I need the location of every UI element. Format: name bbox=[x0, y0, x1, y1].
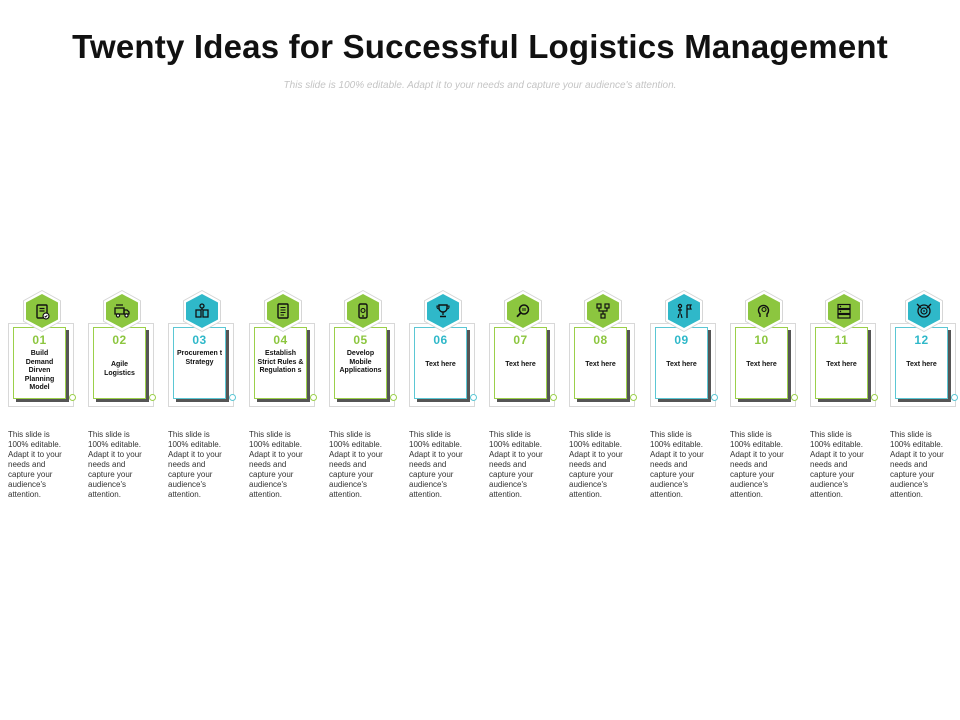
step-label: Text here bbox=[666, 361, 697, 368]
connector-dot bbox=[871, 394, 878, 401]
step-number: 02 bbox=[112, 333, 127, 347]
connector-dot bbox=[951, 394, 958, 401]
step-number: 10 bbox=[754, 333, 769, 347]
trophy-icon bbox=[436, 304, 450, 318]
connector-dot bbox=[69, 394, 76, 401]
connector-dot bbox=[711, 394, 718, 401]
step-description: This slide is 100% editable. Adapt it to… bbox=[650, 430, 704, 499]
step-description: This slide is 100% editable. Adapt it to… bbox=[409, 430, 463, 499]
step-label: Text here bbox=[906, 361, 937, 368]
rules-document-icon bbox=[277, 303, 289, 319]
connector-dot bbox=[550, 394, 557, 401]
connector-dot bbox=[229, 394, 236, 401]
step-description: This slide is 100% editable. Adapt it to… bbox=[8, 430, 62, 499]
truck-icon bbox=[114, 304, 130, 318]
target-tools-icon bbox=[916, 303, 932, 318]
step-description: This slide is 100% editable. Adapt it to… bbox=[249, 430, 303, 499]
network-icon bbox=[596, 303, 610, 319]
step-number: 03 bbox=[192, 333, 207, 347]
step-description: This slide is 100% editable. Adapt it to… bbox=[168, 430, 222, 499]
step-number: 04 bbox=[273, 333, 288, 347]
step-description: This slide is 100% editable. Adapt it to… bbox=[489, 430, 543, 499]
connector-dot bbox=[630, 394, 637, 401]
mobile-app-icon bbox=[358, 303, 368, 319]
connector-dot bbox=[149, 394, 156, 401]
step-number: 11 bbox=[834, 333, 849, 347]
step-description: This slide is 100% editable. Adapt it to… bbox=[88, 430, 142, 499]
server-icon bbox=[837, 303, 851, 319]
step-label: Text here bbox=[505, 361, 536, 368]
step-label: Text here bbox=[826, 361, 857, 368]
step-label: Text here bbox=[425, 361, 456, 368]
step-label: Develop Mobile Applications bbox=[339, 350, 382, 374]
procurement-icon bbox=[195, 303, 209, 318]
step-number: 12 bbox=[914, 333, 929, 347]
connector-dot bbox=[310, 394, 317, 401]
step-description: This slide is 100% editable. Adapt it to… bbox=[329, 430, 383, 499]
step-description: This slide is 100% editable. Adapt it to… bbox=[810, 430, 864, 499]
slide-title: Twenty Ideas for Successful Logistics Ma… bbox=[72, 28, 888, 65]
step-number: 08 bbox=[593, 333, 608, 347]
step-label: Agile Logistics bbox=[104, 361, 135, 377]
step-number: 05 bbox=[353, 333, 368, 347]
connector-dot bbox=[390, 394, 397, 401]
step-label: Text here bbox=[585, 361, 616, 368]
connector-dot bbox=[470, 394, 477, 401]
step-label: Procuremen t Strategy bbox=[176, 350, 223, 366]
step-number: 07 bbox=[513, 333, 528, 347]
step-number: 06 bbox=[433, 333, 448, 347]
connector-dot bbox=[791, 394, 798, 401]
clipboard-check-icon bbox=[36, 304, 50, 320]
slide-subtitle: This slide is 100% editable. Adapt it to… bbox=[283, 80, 677, 91]
head-idea-icon bbox=[757, 304, 770, 317]
goal-flag-icon bbox=[677, 303, 692, 319]
step-label: Text here bbox=[746, 361, 777, 368]
step-description: This slide is 100% editable. Adapt it to… bbox=[569, 430, 623, 499]
magnifier-icon bbox=[516, 304, 530, 318]
step-number: 01 bbox=[32, 333, 47, 347]
step-description: This slide is 100% editable. Adapt it to… bbox=[890, 430, 944, 499]
step-label: Build Demand Dirven Planning Model bbox=[24, 350, 55, 391]
step-label: Establish Strict Rules & Regulation s bbox=[257, 350, 304, 374]
step-description: This slide is 100% editable. Adapt it to… bbox=[730, 430, 784, 499]
step-number: 09 bbox=[674, 333, 689, 347]
